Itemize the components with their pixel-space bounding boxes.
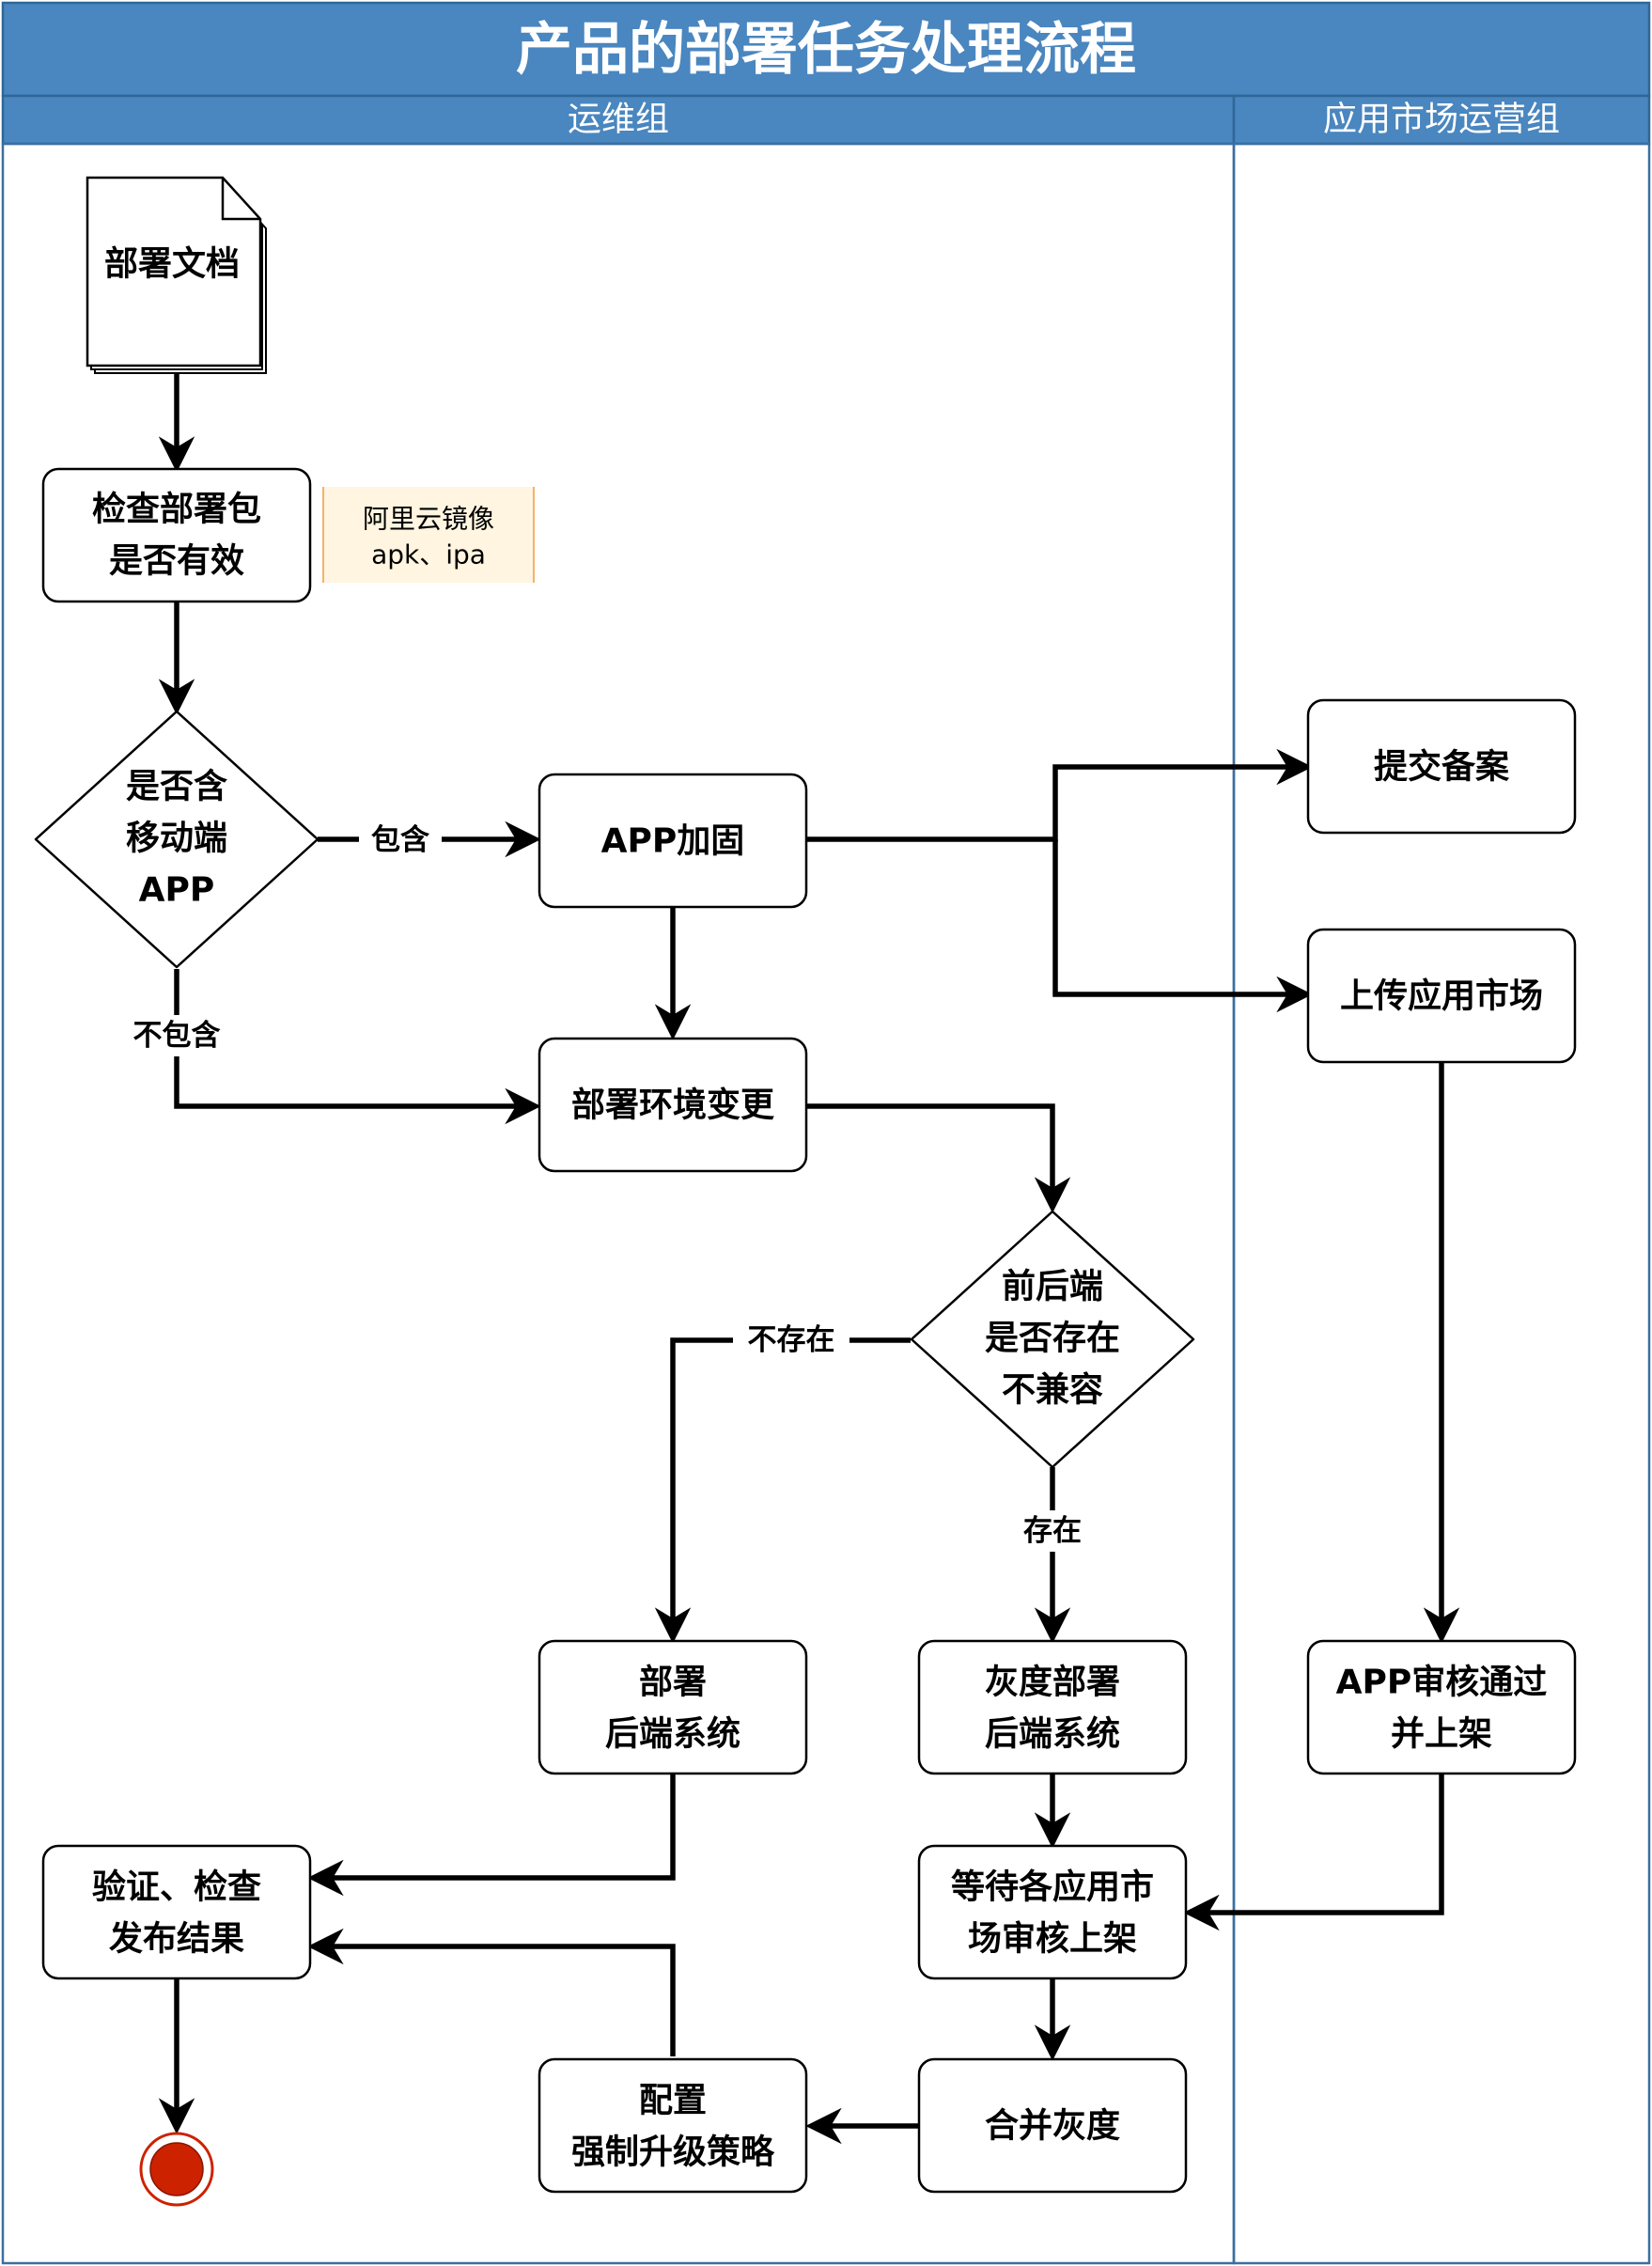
lane-label-market: 应用市场运营组 — [1323, 101, 1560, 139]
node-merge-gray-label: 合并灰度 — [985, 2107, 1120, 2146]
node-merge-gray: 合并灰度 — [917, 2057, 1188, 2194]
edge-compat-to-deploy-backend — [654, 1337, 911, 1644]
node-env-change-label: 部署环境变更 — [571, 1086, 775, 1125]
node-gray-deploy-label-line2: 后端系统 — [985, 1715, 1120, 1754]
node-check-label-line1: 检查部署包 — [92, 491, 261, 529]
edge-app-review-to-wait-review — [1183, 1774, 1444, 1931]
node-compat-label-line2: 是否存在 — [985, 1320, 1120, 1358]
edge-harden-to-filing — [806, 748, 1313, 842]
node-filing-label: 提交备案 — [1374, 747, 1510, 787]
edge-label-bg — [733, 1320, 849, 1361]
node-compat-decision: 前后端 是否存在 不兼容 — [910, 1210, 1195, 1469]
node-check-label-line2: 是否有效 — [109, 542, 244, 581]
node-upload: 上传应用市场 — [1306, 928, 1577, 1064]
node-wait-review-label-line1: 等待各应用市 — [951, 1868, 1154, 1907]
diagram-title-bar — [1, 1, 1651, 98]
note-line2: apk、ipa — [371, 539, 486, 570]
node-wait-review: 等待各应用市 场审核上架 — [917, 1844, 1188, 1980]
edge-label-not-contains: 不包含 — [133, 1019, 222, 1053]
node-harden-label: APP加固 — [601, 822, 745, 861]
node-upload-label: 上传应用市场 — [1340, 977, 1543, 1016]
edge-label-bg — [1011, 1510, 1094, 1552]
edge-has-app-to-env-change — [174, 969, 541, 1125]
node-has-app-decision: 是否含 移动端 APP — [34, 710, 319, 969]
node-compat-label-line1: 前后端 — [1002, 1268, 1103, 1306]
node-has-app-label-line1: 是否含 — [126, 768, 227, 806]
node-harden: APP加固 — [538, 773, 808, 909]
edge-label-exist: 存在 — [1023, 1514, 1082, 1548]
node-end-event — [139, 2132, 214, 2207]
node-deploy-backend: 部署 后端系统 — [538, 1639, 808, 1775]
node-filing: 提交备案 — [1306, 698, 1577, 835]
node-verify-label-line1: 验证、检查 — [92, 1868, 261, 1907]
node-gray-deploy-label-line1: 灰度部署 — [985, 1664, 1120, 1702]
node-doc: 部署文档 — [86, 176, 267, 374]
edge-label-bg — [359, 820, 442, 861]
node-app-review: APP审核通过 并上架 — [1306, 1639, 1577, 1775]
node-has-app-label-line3: APP — [139, 871, 215, 910]
lane-body-market — [1232, 142, 1651, 2265]
node-deploy-backend-label-line1: 部署 — [639, 1664, 707, 1702]
node-doc-label: 部署文档 — [104, 245, 240, 284]
note-aliyun-mirror: 阿里云镜像 apk、ipa — [322, 487, 535, 583]
node-env-change: 部署环境变更 — [538, 1037, 808, 1173]
node-verify-label-line2: 发布结果 — [109, 1920, 244, 1959]
lane-header-ops — [1, 94, 1236, 146]
edge-label-contains: 包含 — [371, 823, 430, 857]
node-force-upgrade-label-line2: 强制升级策略 — [571, 2133, 775, 2172]
node-check: 检查部署包 是否有效 — [41, 467, 312, 603]
node-wait-review-label-line2: 场审核上架 — [968, 1920, 1137, 1959]
node-gray-deploy: 灰度部署 后端系统 — [917, 1639, 1188, 1775]
node-app-review-label-line1: APP审核通过 — [1336, 1664, 1548, 1702]
node-verify: 验证、检查 发布结果 — [41, 1844, 312, 1980]
node-force-upgrade: 配置 强制升级策略 — [538, 2057, 808, 2194]
node-deploy-backend-label-line2: 后端系统 — [605, 1715, 740, 1754]
note-line1: 阿里云镜像 — [363, 504, 494, 535]
edge-harden-to-upload — [1052, 839, 1313, 1013]
node-app-review-label-line2: 并上架 — [1391, 1715, 1492, 1754]
node-has-app-label-line2: 移动端 — [126, 820, 227, 858]
edge-label-not-exist: 不存在 — [748, 1323, 835, 1357]
edge-deploy-backend-to-verify — [307, 1774, 676, 1897]
diagram-title: 产品的部署任务处理流程 — [516, 17, 1136, 83]
edge-env-change-to-compat — [806, 1103, 1071, 1213]
edge-label-bg — [118, 1015, 235, 1056]
edge-force-upgrade-to-verify — [307, 1928, 676, 2056]
node-compat-label-line3: 不兼容 — [1002, 1371, 1103, 1410]
node-force-upgrade-label-line1: 配置 — [639, 2082, 707, 2120]
lane-label-ops: 运维组 — [568, 101, 669, 139]
